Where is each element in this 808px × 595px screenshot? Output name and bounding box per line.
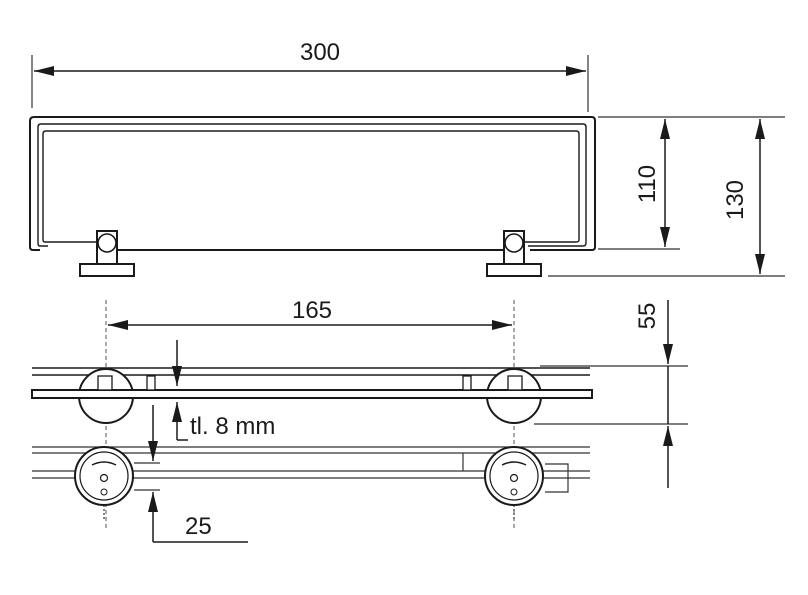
frame-outline-outer bbox=[29, 116, 596, 251]
wall-plate-left bbox=[74, 446, 134, 520]
thickness-label: tl. 8 mm bbox=[190, 413, 275, 440]
bracket-left bbox=[79, 230, 135, 277]
dimension-110-label: 110 bbox=[634, 165, 661, 203]
clip-right-inner bbox=[462, 375, 472, 391]
dimension-130-label: 130 bbox=[722, 180, 749, 220]
bracket-right bbox=[486, 230, 542, 277]
clip-right bbox=[507, 375, 523, 391]
dimension-width-label: 300 bbox=[300, 39, 340, 66]
frame-outline-inner bbox=[42, 130, 580, 243]
frame-outline-middle bbox=[37, 123, 587, 247]
top-view: 165 tl. 8 mm 55 bbox=[31, 297, 688, 543]
dimension-55-label: 55 bbox=[634, 303, 661, 330]
dimension-25-label: 25 bbox=[185, 513, 212, 540]
dimension-165-label: 165 bbox=[292, 297, 332, 324]
clip-left bbox=[97, 375, 113, 391]
front-view: 300 110 130 bbox=[29, 39, 785, 277]
wall-plate-right bbox=[484, 446, 569, 520]
clip-left-inner bbox=[146, 375, 156, 391]
